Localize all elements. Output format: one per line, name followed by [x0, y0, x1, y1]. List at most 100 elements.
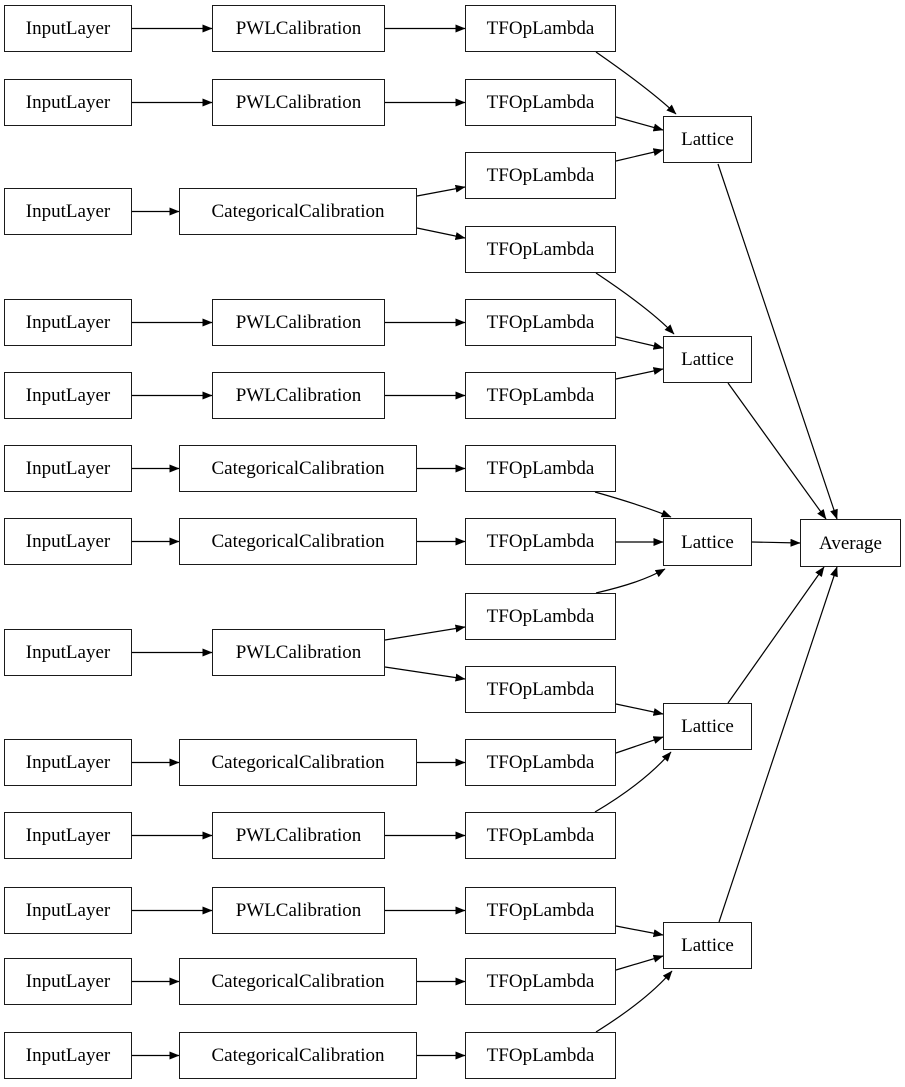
- node-lattice-2: Lattice: [663, 336, 752, 383]
- node-calib-3: CategoricalCalibration: [179, 188, 417, 235]
- node-tfop-8: TFOpLambda: [465, 518, 616, 565]
- node-label-calib-10: PWLCalibration: [235, 825, 362, 846]
- node-label-tfop-3: TFOpLambda: [486, 165, 595, 186]
- node-label-average: Average: [819, 532, 882, 554]
- edge-lattice-4-to-average: [727, 566, 825, 704]
- node-label-tfop-2: TFOpLambda: [486, 92, 595, 113]
- node-tfop-3: TFOpLambda: [465, 152, 616, 199]
- node-input-8: InputLayer: [4, 629, 132, 676]
- node-tfop-10: TFOpLambda: [465, 666, 616, 713]
- node-tfop-7: TFOpLambda: [465, 445, 616, 492]
- node-label-calib-12: CategoricalCalibration: [211, 971, 385, 992]
- edge-tfop-13-to-lattice-5: [615, 925, 664, 938]
- node-label-tfop-7: TFOpLambda: [486, 458, 595, 479]
- node-label-input-2: InputLayer: [25, 92, 111, 113]
- node-input-13: InputLayer: [4, 1032, 132, 1079]
- node-label-calib-3: CategoricalCalibration: [211, 201, 385, 222]
- node-label-input-10: InputLayer: [25, 825, 111, 846]
- node-label-tfop-8: TFOpLambda: [486, 531, 595, 552]
- node-label-calib-9: CategoricalCalibration: [211, 752, 385, 773]
- node-label-input-8: InputLayer: [25, 642, 111, 663]
- node-tfop-12: TFOpLambda: [465, 812, 616, 859]
- node-label-calib-1: PWLCalibration: [235, 18, 362, 39]
- node-tfop-5: TFOpLambda: [465, 299, 616, 346]
- node-input-2: InputLayer: [4, 79, 132, 126]
- node-input-11: InputLayer: [4, 887, 132, 934]
- node-label-tfop-6: TFOpLambda: [486, 385, 595, 406]
- edge-calib-3-to-tfop-3: [416, 184, 466, 197]
- node-calib-11: PWLCalibration: [212, 887, 385, 934]
- edge-calib-3-to-tfop-4: [416, 227, 466, 240]
- node-label-calib-7: CategoricalCalibration: [211, 531, 385, 552]
- edge-tfop-5-to-lattice-2: [615, 336, 664, 350]
- node-calib-4: PWLCalibration: [212, 299, 385, 346]
- edge-calib-8-to-tfop-10: [384, 666, 466, 682]
- node-label-input-13: InputLayer: [25, 1045, 111, 1066]
- edge-tfop-7-to-lattice-3: [594, 491, 672, 518]
- node-calib-5: PWLCalibration: [212, 372, 385, 419]
- edge-tfop-10-to-lattice-4: [615, 703, 664, 716]
- node-input-10: InputLayer: [4, 812, 132, 859]
- node-calib-9: CategoricalCalibration: [179, 739, 417, 786]
- node-label-lattice-5: Lattice: [681, 935, 734, 956]
- node-label-calib-5: PWLCalibration: [235, 385, 362, 406]
- node-label-tfop-12: TFOpLambda: [486, 825, 595, 846]
- node-lattice-4: Lattice: [663, 703, 752, 750]
- node-label-input-5: InputLayer: [25, 385, 111, 406]
- node-label-input-1: InputLayer: [25, 18, 111, 39]
- node-tfop-11: TFOpLambda: [465, 739, 616, 786]
- node-calib-10: PWLCalibration: [212, 812, 385, 859]
- node-input-4: InputLayer: [4, 299, 132, 346]
- edge-calib-8-to-tfop-9: [384, 624, 466, 641]
- node-label-calib-4: PWLCalibration: [235, 312, 362, 333]
- node-tfop-14: TFOpLambda: [465, 958, 616, 1005]
- node-label-tfop-14: TFOpLambda: [486, 971, 595, 992]
- edge-tfop-14-to-lattice-5: [615, 954, 664, 971]
- edge-tfop-3-to-lattice-1: [615, 148, 664, 162]
- node-label-input-9: InputLayer: [25, 752, 111, 773]
- node-input-3: InputLayer: [4, 188, 132, 235]
- edge-lattice-2-to-average: [727, 382, 827, 520]
- edge-tfop-6-to-lattice-2: [615, 367, 664, 380]
- node-label-tfop-9: TFOpLambda: [486, 606, 595, 627]
- edge-tfop-11-to-lattice-4: [615, 736, 664, 754]
- node-label-tfop-1: TFOpLambda: [486, 18, 595, 39]
- node-calib-13: CategoricalCalibration: [179, 1032, 417, 1079]
- node-label-lattice-3: Lattice: [681, 531, 734, 553]
- node-calib-7: CategoricalCalibration: [179, 518, 417, 565]
- node-input-6: InputLayer: [4, 445, 132, 492]
- node-label-lattice-2: Lattice: [681, 349, 734, 370]
- node-label-tfop-5: TFOpLambda: [486, 312, 595, 333]
- node-calib-1: PWLCalibration: [212, 5, 385, 52]
- node-label-calib-11: PWLCalibration: [235, 900, 362, 921]
- node-label-input-3: InputLayer: [25, 201, 111, 222]
- node-label-tfop-4: TFOpLambda: [486, 239, 595, 260]
- node-label-calib-8: PWLCalibration: [235, 642, 362, 663]
- node-average: Average: [800, 519, 901, 567]
- node-label-tfop-15: TFOpLambda: [486, 1045, 595, 1066]
- node-input-1: InputLayer: [4, 5, 132, 52]
- node-tfop-1: TFOpLambda: [465, 5, 616, 52]
- node-lattice-1: Lattice: [663, 116, 752, 163]
- node-label-lattice-1: Lattice: [681, 129, 734, 150]
- node-label-tfop-10: TFOpLambda: [486, 679, 595, 700]
- node-label-calib-6: CategoricalCalibration: [211, 458, 385, 479]
- node-label-input-7: InputLayer: [25, 531, 111, 552]
- node-input-5: InputLayer: [4, 372, 132, 419]
- node-label-input-11: InputLayer: [25, 900, 111, 921]
- node-label-input-12: InputLayer: [25, 971, 111, 992]
- node-tfop-6: TFOpLambda: [465, 372, 616, 419]
- node-label-calib-13: CategoricalCalibration: [211, 1045, 385, 1066]
- node-calib-12: CategoricalCalibration: [179, 958, 417, 1005]
- node-calib-2: PWLCalibration: [212, 79, 385, 126]
- node-label-input-4: InputLayer: [25, 312, 111, 333]
- node-tfop-13: TFOpLambda: [465, 887, 616, 934]
- node-label-input-6: InputLayer: [25, 458, 111, 479]
- node-input-9: InputLayer: [4, 739, 132, 786]
- node-tfop-4: TFOpLambda: [465, 226, 616, 273]
- node-input-7: InputLayer: [4, 518, 132, 565]
- node-lattice-5: Lattice: [663, 922, 752, 969]
- edge-tfop-2-to-lattice-1: [615, 116, 664, 132]
- node-tfop-2: TFOpLambda: [465, 79, 616, 126]
